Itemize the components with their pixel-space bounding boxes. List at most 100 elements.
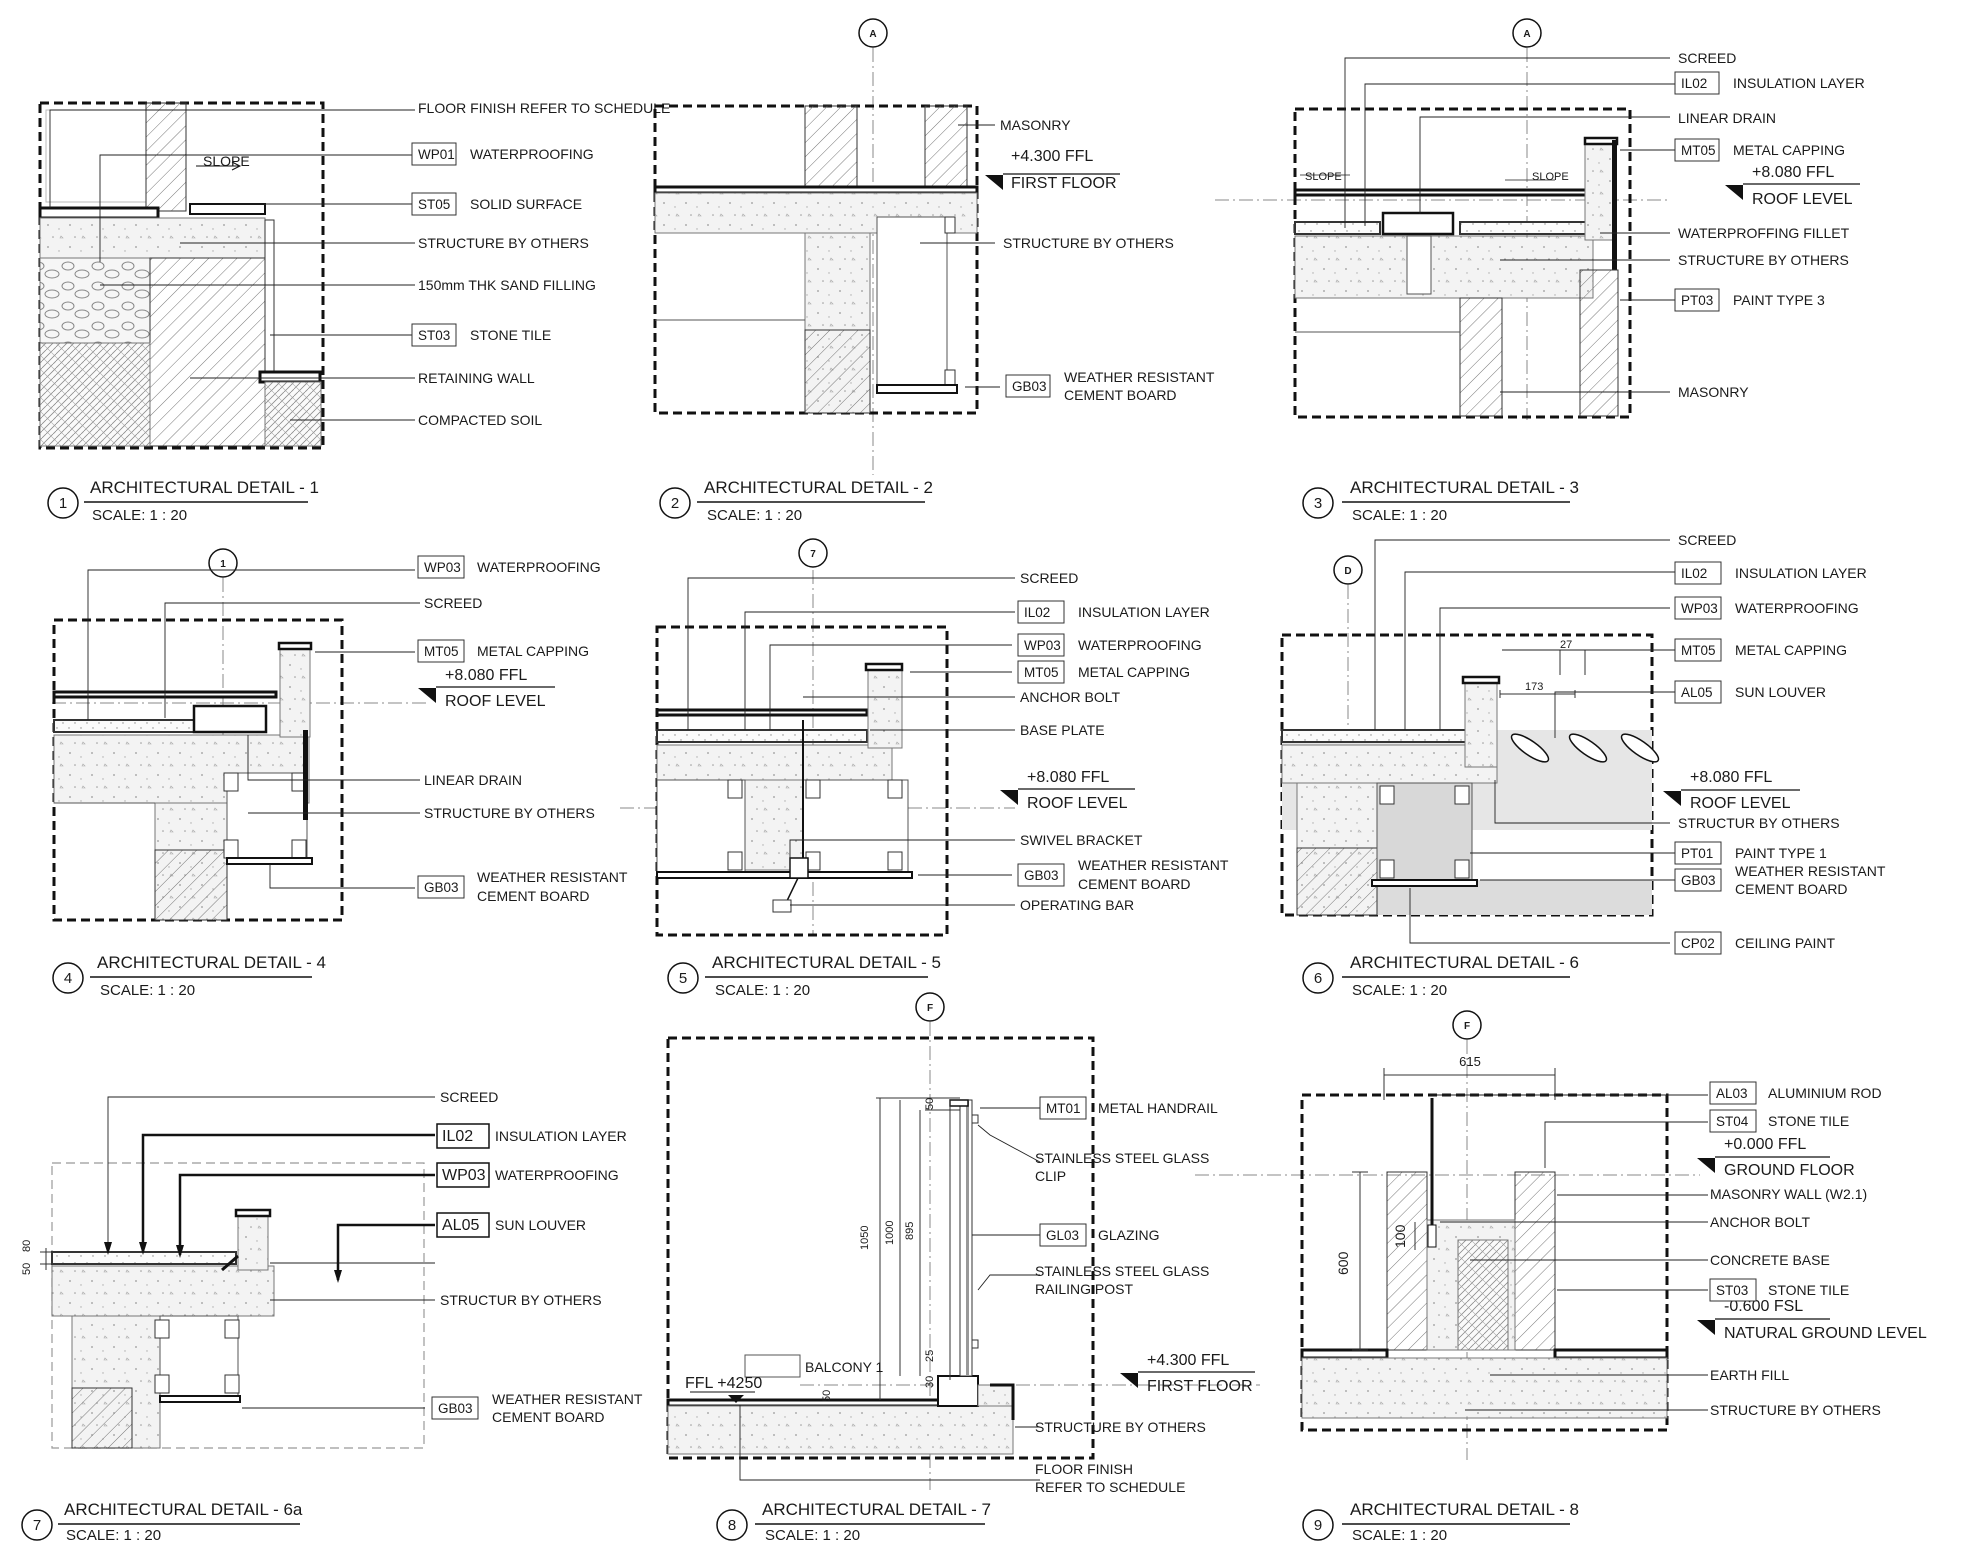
material-code: ST03 (418, 328, 450, 343)
detail-scale: SCALE: 1 : 20 (1352, 507, 1447, 524)
grid-label: 1 (220, 559, 226, 570)
callout-label: RETAINING WALL (418, 370, 535, 386)
level-value: -0.600 FSL (1724, 1298, 1803, 1315)
grid-label: A (1523, 29, 1530, 40)
dimension: 30 (924, 1376, 936, 1388)
callout-label: INSULATION LAYER (1735, 565, 1867, 581)
slope-note: SLOPE (1532, 171, 1569, 183)
detail-scale: SCALE: 1 : 20 (1352, 982, 1447, 999)
material-code: IL02 (442, 1128, 473, 1145)
material-code: WP03 (424, 560, 461, 575)
leaders (687, 577, 1015, 906)
detail-number: 9 (1314, 1517, 1322, 1534)
level-value: +8.080 FFL (1690, 769, 1772, 786)
leaders (107, 1096, 435, 1409)
area-label: BALCONY 1 (805, 1359, 884, 1375)
callout-label: MASONRY (1678, 384, 1749, 400)
grid-label: F (927, 1003, 933, 1014)
callout-label: SUN LOUVER (495, 1217, 586, 1233)
callout-label: WATERPROOFING (477, 559, 601, 575)
detail-9: F 615 600 100 +0.000 FFL GROUND FLOOR (1195, 1010, 1927, 1542)
level-value: +8.080 FFL (1027, 769, 1109, 786)
detail-4: 1 +8.080 FFL ROOF LEVEL WP03 WATERPROOFI… (52, 548, 628, 999)
material-code: AL03 (1716, 1086, 1748, 1101)
material-code: GL03 (1046, 1228, 1079, 1243)
callout-label: CEMENT BOARD (1735, 881, 1848, 897)
material-code: AL05 (1681, 685, 1713, 700)
callout-label: REFER TO SCHEDULE (1035, 1479, 1185, 1495)
callout-label: 150mm THK SAND FILLING (418, 277, 596, 293)
detail-3: A SLOPE SLOPE +8.080 FFL ROOF LEVEL SCRE… (1215, 18, 1865, 524)
material-code: WP03 (442, 1167, 486, 1184)
callout-label: STONE TILE (470, 327, 551, 343)
callout-label: SOLID SURFACE (470, 196, 582, 212)
callout-label: WATERPROOFING (470, 146, 594, 162)
detail-title: ARCHITECTURAL DETAIL - 3 (1350, 478, 1579, 497)
callout-label: SCREED (1678, 50, 1736, 66)
callout-label: METAL CAPPING (1733, 142, 1845, 158)
callout-label: COMPACTED SOIL (418, 412, 542, 428)
detail-title: ARCHITECTURAL DETAIL - 4 (97, 953, 326, 972)
callout-label: ANCHOR BOLT (1710, 1214, 1811, 1230)
material-code: ST05 (418, 197, 450, 212)
callout-label: SUN LOUVER (1735, 684, 1826, 700)
material-code: IL02 (1024, 605, 1050, 620)
dimension: 50 (21, 1263, 33, 1275)
callout-label: METAL CAPPING (1735, 642, 1847, 658)
detail-number: 6 (1314, 970, 1322, 987)
callout-label: INSULATION LAYER (495, 1128, 627, 1144)
detail-title: ARCHITECTURAL DETAIL - 8 (1350, 1500, 1579, 1519)
callout-label: GLAZING (1098, 1227, 1159, 1243)
callout-label: STONE TILE (1768, 1282, 1849, 1298)
leaders (87, 569, 420, 889)
dimension-lines (40, 1248, 52, 1270)
dimension: 100 (1392, 1224, 1408, 1248)
level-value: +8.080 FFL (445, 667, 527, 684)
detail-number: 8 (728, 1517, 736, 1534)
material-code: PT01 (1681, 846, 1713, 861)
callout-label: STAINLESS STEEL GLASS (1035, 1150, 1209, 1166)
callout-label: PAINT TYPE 1 (1735, 845, 1827, 861)
detail-title: ARCHITECTURAL DETAIL - 5 (712, 953, 941, 972)
detail-title: ARCHITECTURAL DETAIL - 6 (1350, 953, 1579, 972)
callout-label: METAL HANDRAIL (1098, 1100, 1218, 1116)
material-code: WP01 (418, 147, 455, 162)
leaders (920, 124, 1000, 388)
material-code: GB03 (424, 880, 459, 895)
detail-scale: SCALE: 1 : 20 (765, 1527, 860, 1542)
material-code: CP02 (1681, 936, 1715, 951)
callout-label: STRUCTURE BY OTHERS (1003, 235, 1174, 251)
detail-number: 5 (679, 970, 687, 987)
level-name: ROOF LEVEL (1027, 795, 1128, 812)
callout-label: WEATHER RESISTANT (477, 869, 628, 885)
callout-label: METAL CAPPING (477, 643, 589, 659)
callout-label: BASE PLATE (1020, 722, 1105, 738)
leaders (739, 1107, 1041, 1481)
material-code: MT01 (1046, 1101, 1081, 1116)
callout-label: CEMENT BOARD (1064, 387, 1177, 403)
detail-scale: SCALE: 1 : 20 (66, 1527, 161, 1542)
dimension-lines (876, 1097, 960, 1400)
callout-label: LINEAR DRAIN (424, 772, 522, 788)
detail-5: 7 +8.080 FFL ROOF LEVEL (620, 538, 1229, 999)
leaders-bold (141, 1133, 435, 1280)
level-name: ROOF LEVEL (445, 693, 546, 710)
level-value: +4.300 FFL (1011, 148, 1093, 165)
callout-label: STRUCTURE BY OTHERS (1678, 252, 1849, 268)
material-code: ST04 (1716, 1114, 1749, 1129)
callout-label: RAILING POST (1035, 1281, 1133, 1297)
detail-scale: SCALE: 1 : 20 (92, 507, 187, 524)
dimension: 895 (904, 1222, 916, 1240)
grid-label: A (869, 29, 876, 40)
leaders (49, 109, 415, 421)
callout-label: OPERATING BAR (1020, 897, 1134, 913)
leaders (1344, 57, 1675, 393)
callout-label: WATERPROOFING (495, 1167, 619, 1183)
detail-title: ARCHITECTURAL DETAIL - 7 (762, 1500, 991, 1519)
callout-label: METAL CAPPING (1078, 664, 1190, 680)
callout-label: CONCRETE BASE (1710, 1252, 1830, 1268)
grid-label: 7 (810, 549, 816, 560)
callout-label: CEILING PAINT (1735, 935, 1836, 951)
level-name: FIRST FLOOR (1147, 1378, 1253, 1395)
